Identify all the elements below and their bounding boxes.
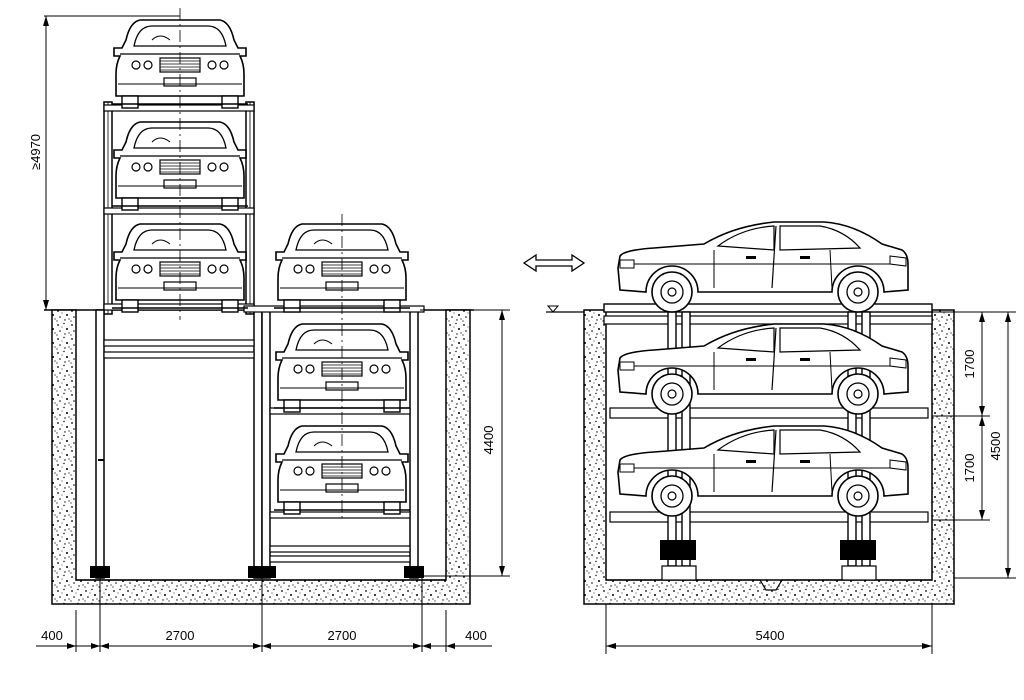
- dim-side-pit-depth: 4500: [988, 432, 1003, 461]
- dim-width-right-margin: 400: [465, 628, 487, 643]
- dim-width-left-bay: 2700: [166, 628, 195, 643]
- car-side-icon: [617, 221, 909, 313]
- double-arrow-icon: [522, 253, 586, 273]
- dim-level-height-upper: 1700: [962, 350, 977, 379]
- dim-level-height-lower: 1700: [962, 454, 977, 483]
- dim-front-pit-depth: 4400: [481, 426, 496, 455]
- front-view: ≥4970 4400 400 2700 2700 400: [28, 8, 510, 652]
- dim-side-length: 5400: [756, 628, 785, 643]
- dim-width-right-bay: 2700: [328, 628, 357, 643]
- car-side-icon: [617, 323, 909, 415]
- car-side-icon: [617, 425, 909, 517]
- dim-width-left-margin: 400: [41, 628, 63, 643]
- side-view: 1700 1700 4500 5400: [522, 221, 1016, 654]
- dim-height-above-ground: ≥4970: [28, 134, 43, 170]
